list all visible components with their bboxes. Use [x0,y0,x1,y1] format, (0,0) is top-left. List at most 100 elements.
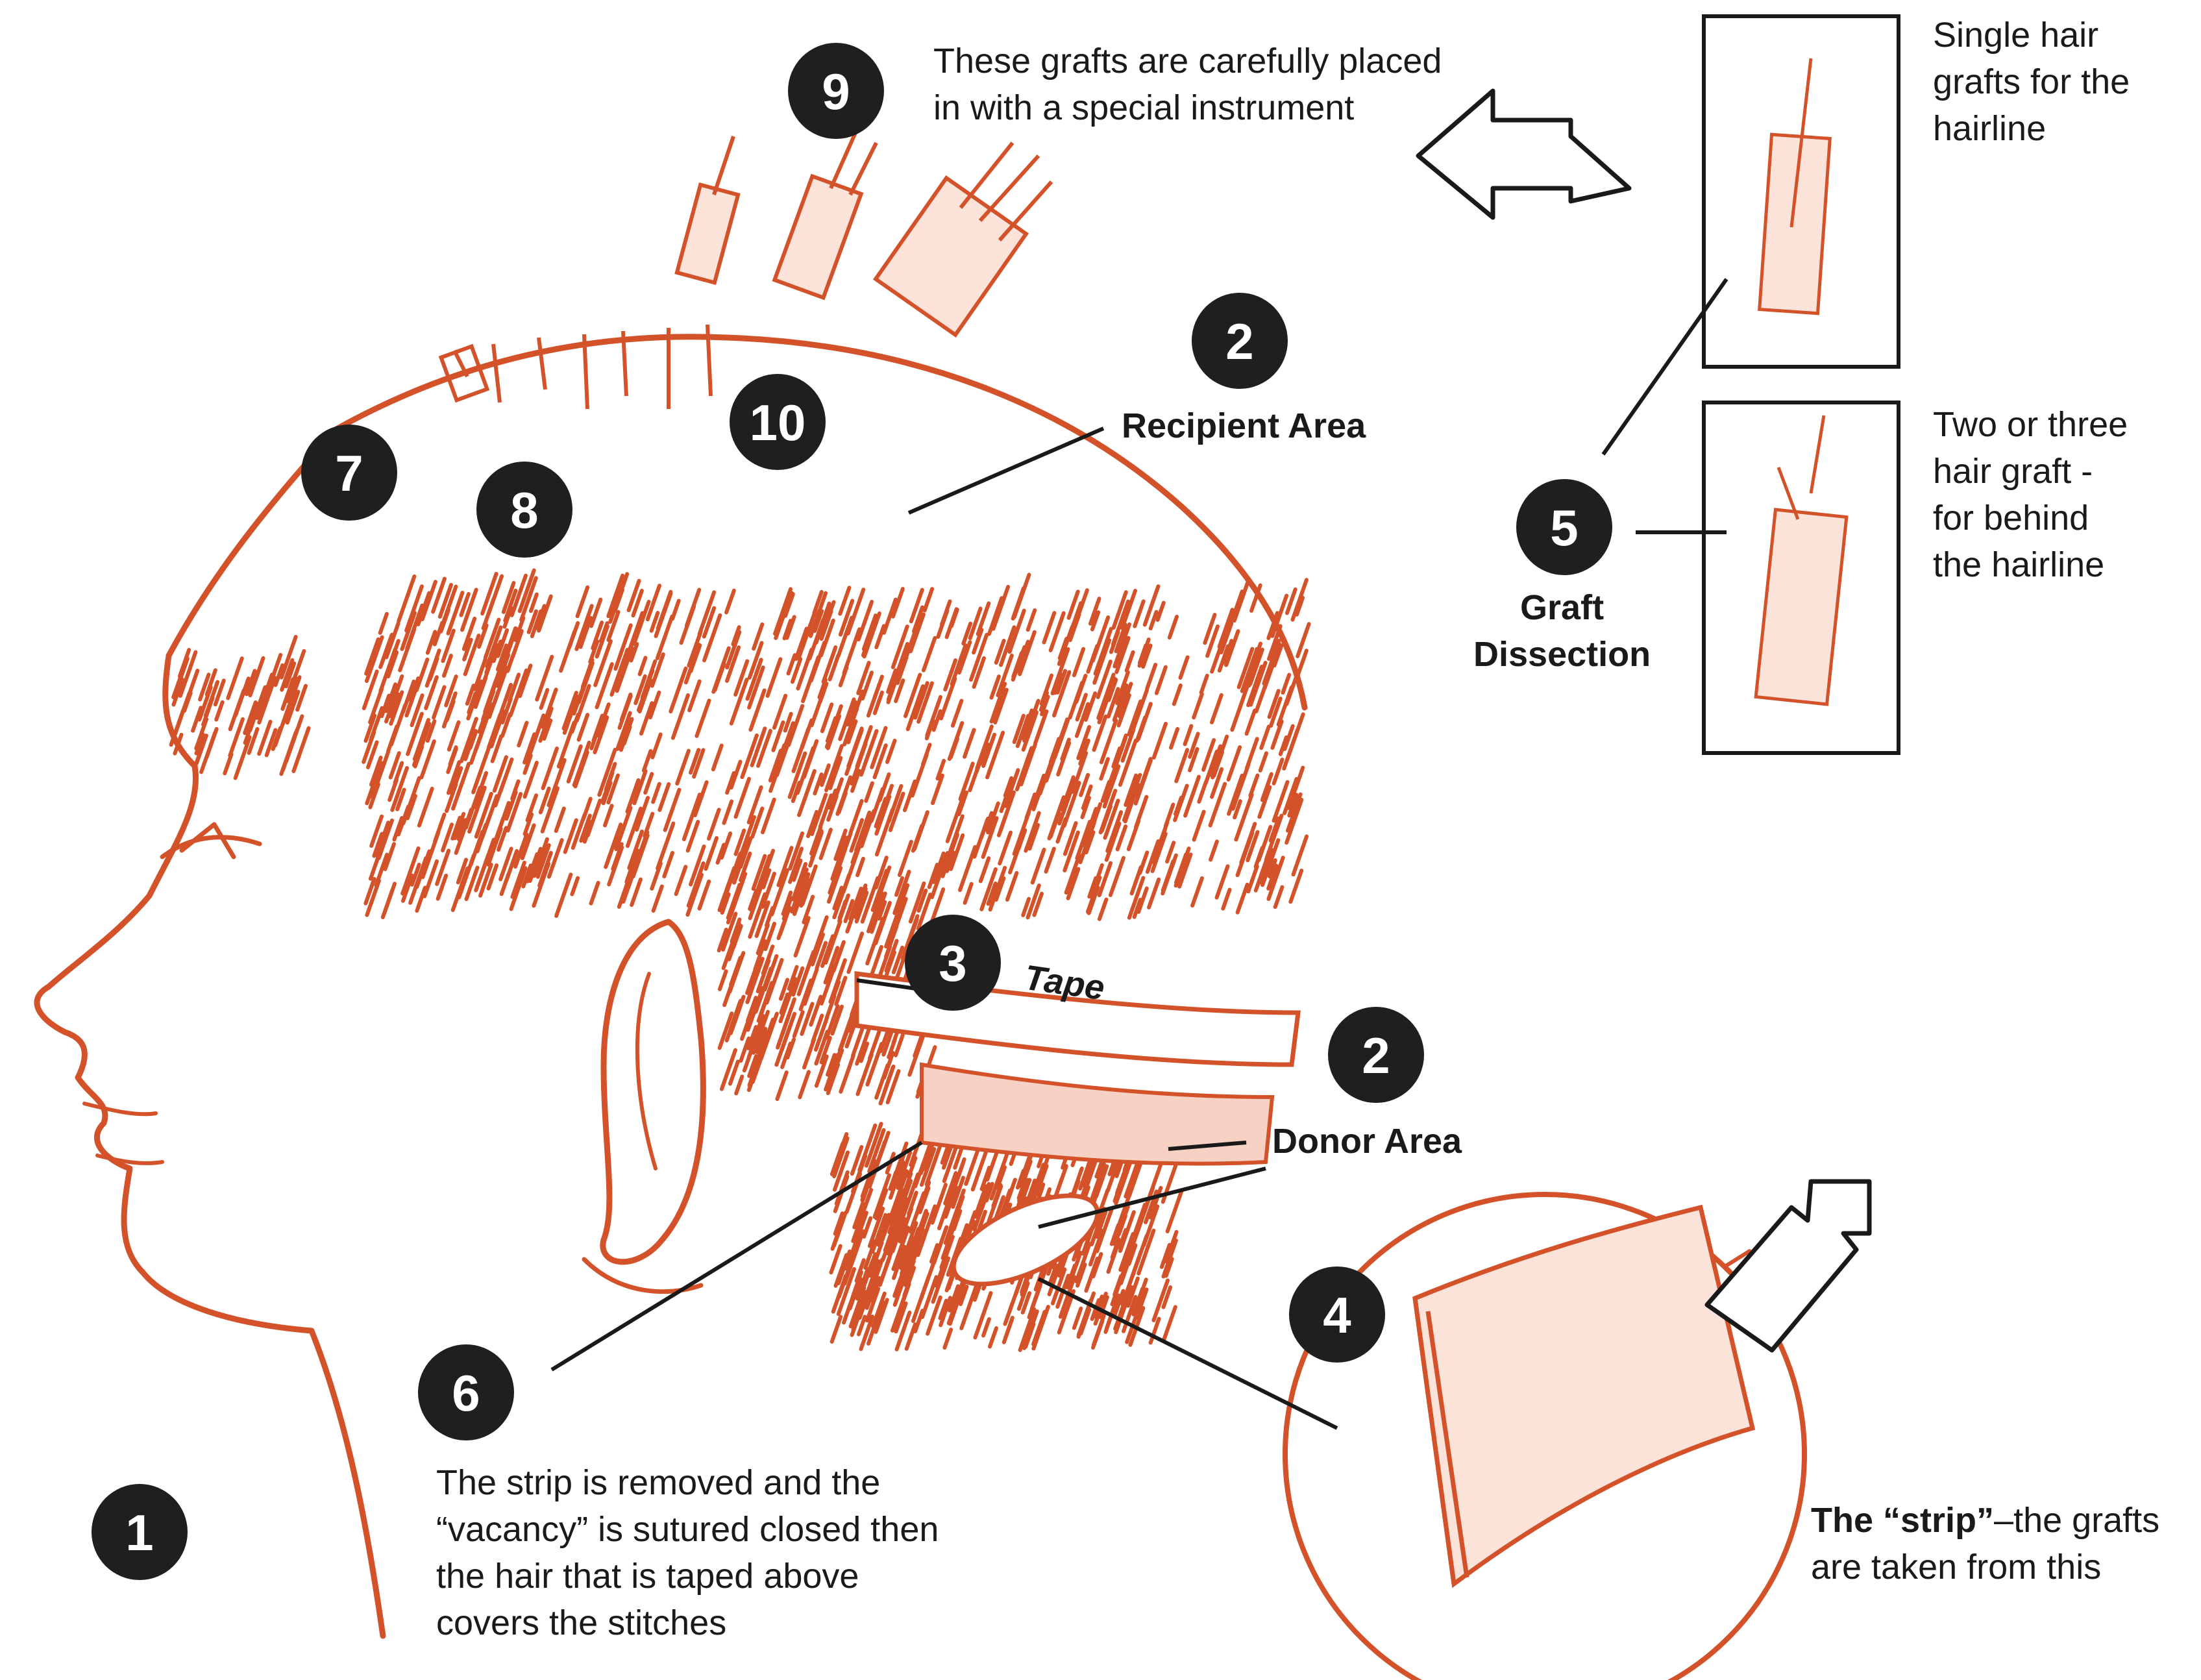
badge-hairline: 7 [301,425,397,521]
badge-grafts-placed: 9 [788,43,884,139]
hair-stroke [1044,613,1054,642]
hair-stroke [423,832,438,877]
hair-stroke [1176,750,1187,781]
badge-number: 3 [939,935,966,992]
single-hair-caption: Single hair grafts for the hairline [1933,12,2130,152]
graft-dissection-line-2: Dissection [1473,631,1651,678]
badge-donor-area: 2 [1328,1007,1424,1103]
hair-stroke [1247,739,1257,768]
strip-caption: The “strip”–the grafts are taken from th… [1811,1497,2159,1590]
hair-stroke [1185,777,1199,816]
suture-line-1: The strip is removed and the [436,1459,939,1506]
hair-stroke [1135,601,1143,626]
hair-stroke [591,600,600,626]
badge-number: 8 [510,482,538,539]
hair-stroke [1164,1307,1175,1340]
hair-stroke [561,632,574,671]
hair-stroke [1229,747,1240,780]
hair-stroke [556,874,571,916]
ear-inner-sketch [637,974,656,1168]
two-three-line-2: hair graft - [1933,448,2128,495]
hair-stroke [579,715,587,739]
graft-dissection-label: Graft Dissection [1473,584,1651,678]
hair-stroke [419,789,432,826]
badge-tape: 3 [905,915,1001,1011]
hair-stroke [848,933,862,972]
strip-bold: The “strip” [1811,1501,1994,1540]
hair-stroke [1033,850,1044,883]
hair-stroke [841,1056,854,1092]
hair-stroke [1212,695,1222,723]
hair-stroke [388,726,397,751]
hair-stroke [1000,833,1011,864]
hair-stroke [677,751,689,784]
hair-stroke [543,788,558,832]
badge-number: 4 [1323,1287,1351,1344]
placement-caption: These grafts are carefully placed in wit… [933,38,1442,131]
hair-stroke [1074,649,1083,676]
hair-stroke [531,595,537,611]
hair-stroke [572,878,578,895]
hair-stroke [887,741,895,762]
hair-stroke [676,867,686,894]
strip-rest: –the grafts [1994,1501,2159,1540]
hair-stroke [434,687,444,717]
suture-caption: The strip is removed and the “vacancy” i… [436,1459,939,1646]
badge-number: 2 [1225,313,1253,370]
hair-stroke [236,737,250,778]
hair-stroke [380,614,387,633]
suture-line-4: covers the stitches [436,1600,939,1646]
hair-stroke [993,587,1008,629]
hair-stroke [1166,804,1174,826]
badge-number: 10 [750,394,806,451]
hair-stroke [924,589,932,610]
badge-graft-rows: 10 [730,374,826,470]
hair-stroke [1171,729,1177,748]
hair-stroke [689,682,700,711]
hair-stroke [1194,812,1204,840]
hair-stroke [1074,1309,1081,1328]
hair-stroke [802,1004,812,1033]
hair-stroke [1167,843,1174,861]
hair-stroke [953,700,961,725]
hair-stroke [950,723,962,759]
hair-stroke [652,734,660,757]
two-three-line-4: the hairline [1933,541,2128,588]
hair-stroke [1129,821,1138,849]
hair-stroke [605,806,612,825]
hair-stroke [832,1316,841,1341]
hair-stroke [1281,737,1286,754]
floating-grafts [677,130,1051,335]
hair-stroke [659,784,669,810]
ear-sketch [603,922,703,1262]
hair-stroke [1127,652,1133,671]
hair-stroke [417,887,424,911]
hair-stroke [777,1072,786,1099]
hair-stroke [1174,686,1181,704]
hair-stroke [724,972,736,1006]
hair-stroke [965,884,972,903]
hair-stroke [1028,610,1035,630]
hair-stroke [1163,861,1174,891]
hair-stroke [706,838,717,869]
hair-stroke [1108,1242,1118,1272]
placement-line-1: These grafts are carefully placed [933,38,1442,84]
hair-stroke [736,1076,742,1093]
hair-stroke [687,590,699,626]
hair-stroke [541,690,548,708]
hair-stroke [645,774,652,793]
hair-stroke [1229,776,1242,814]
hair-stroke [1007,873,1016,900]
hair-stroke [768,659,781,696]
single-hair-line-3: hairline [1933,105,2130,152]
face-profile [37,656,383,1636]
hair-stroke [892,885,908,930]
hair-stroke [726,591,734,613]
hair-stroke [297,686,306,710]
hair-stroke [700,882,709,909]
hair-stroke [983,1319,989,1335]
hair-stroke [1046,849,1053,872]
hair-stroke [913,826,922,851]
hair-stroke [1217,866,1228,897]
